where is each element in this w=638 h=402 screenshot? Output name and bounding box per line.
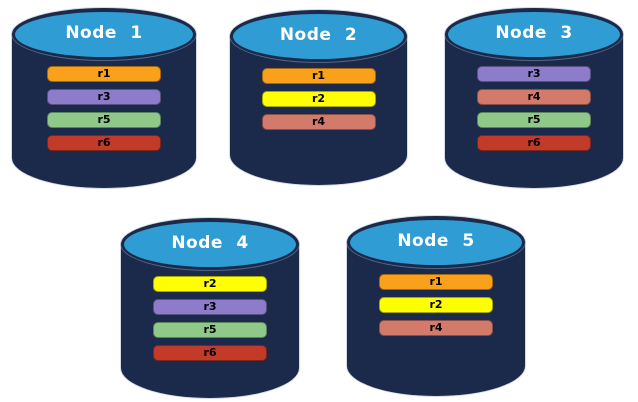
db-node-1: Node 1 r1 r3 r5 r6: [12, 8, 196, 188]
replica-list: r1 r2 r4: [230, 68, 407, 137]
replica-bar: r1: [261, 68, 376, 84]
node-title: Node 5: [397, 231, 475, 251]
replica-bar: r6: [153, 345, 267, 361]
cylinder-top-rim: Node 2: [230, 10, 407, 62]
replica-bar: r5: [153, 322, 267, 338]
replica-bar: r5: [477, 112, 591, 128]
replica-bar: r2: [379, 297, 493, 313]
cylinder-top-rim: Node 5: [347, 216, 525, 268]
replica-bar: r5: [47, 112, 161, 128]
replica-bar: r1: [379, 274, 493, 290]
cylinder-top-rim: Node 4: [121, 218, 299, 270]
replica-bar: r6: [47, 135, 161, 151]
replica-list: r1 r3 r5 r6: [12, 66, 196, 158]
replica-bar: r3: [47, 89, 161, 105]
replica-bar: r2: [261, 91, 376, 107]
node-title: Node 3: [495, 23, 573, 43]
replica-bar: r4: [379, 320, 493, 336]
replica-list: r3 r4 r5 r6: [445, 66, 623, 158]
db-node-4: Node 4 r2 r3 r5 r6: [121, 218, 299, 398]
db-node-2: Node 2 r1 r2 r4: [230, 10, 407, 185]
replica-bar: r6: [477, 135, 591, 151]
replica-bar: r1: [47, 66, 161, 82]
node-title: Node 4: [171, 233, 249, 253]
cylinder-top-rim: Node 1: [12, 8, 196, 60]
cylinder-top-face: Node 3: [448, 12, 620, 57]
db-node-3: Node 3 r3 r4 r5 r6: [445, 8, 623, 188]
replica-bar: r3: [477, 66, 591, 82]
cylinder-top-face: Node 5: [350, 220, 522, 265]
cylinder-top-face: Node 4: [124, 222, 296, 267]
replica-bar: r4: [261, 114, 376, 130]
db-node-5: Node 5 r1 r2 r4: [347, 216, 525, 396]
node-title: Node 2: [279, 25, 358, 45]
replica-bar: r2: [153, 276, 267, 292]
cylinder-top-face: Node 1: [15, 12, 193, 57]
replica-list: r1 r2 r4: [347, 274, 525, 343]
node-title: Node 1: [65, 23, 143, 43]
replica-list: r2 r3 r5 r6: [121, 276, 299, 368]
cylinder-top-rim: Node 3: [445, 8, 623, 60]
replica-bar: r4: [477, 89, 591, 105]
replica-bar: r3: [153, 299, 267, 315]
cylinder-top-face: Node 2: [233, 14, 404, 59]
